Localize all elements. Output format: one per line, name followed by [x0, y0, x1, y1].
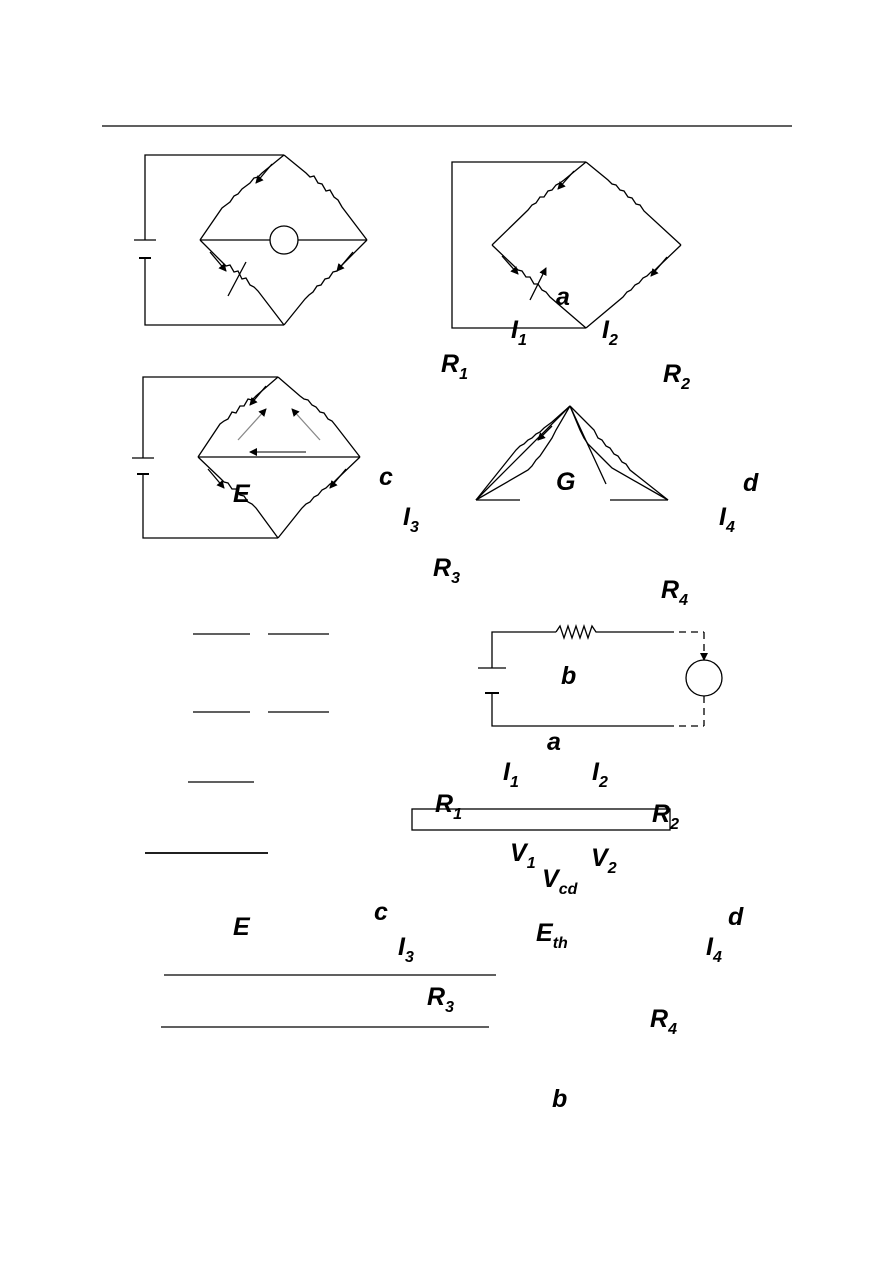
label-G: G — [556, 468, 576, 496]
label-I4-1: I4 — [719, 503, 735, 536]
label-c-2: c — [374, 898, 388, 926]
label-I2-2: I2 — [592, 758, 608, 791]
bridge-diagram-3 — [132, 376, 361, 539]
current-arrow-ur — [291, 408, 321, 441]
label-d-1: d — [743, 469, 759, 497]
bridge-diagram-1 — [134, 154, 368, 326]
label-R3-1: R3 — [433, 554, 460, 587]
label-I2-1: I2 — [602, 316, 618, 349]
label-I3-1: I3 — [403, 503, 419, 536]
galvanometer-symbol — [269, 225, 299, 255]
delta-network — [475, 405, 669, 501]
label-R2-1: R2 — [663, 360, 690, 393]
label-c-1: c — [379, 463, 393, 491]
label-b-2: b — [552, 1085, 568, 1113]
thevenin-circuit — [478, 623, 723, 727]
label-Eth: Eth — [536, 919, 568, 952]
equation-fractions — [145, 633, 496, 1028]
label-R1-2: R1 — [435, 790, 462, 823]
label-R3-2: R3 — [427, 983, 454, 1016]
ammeter-symbol — [685, 659, 723, 697]
current-arrow-ul — [237, 408, 267, 441]
label-a-1: a — [556, 283, 570, 311]
label-b-1: b — [561, 662, 577, 690]
label-E-1: E — [233, 480, 250, 508]
bridge-diagram-2 — [451, 161, 682, 329]
label-E-2: E — [233, 913, 250, 941]
label-I4-2: I4 — [706, 933, 722, 966]
label-R4-1: R4 — [661, 576, 688, 609]
label-R1-1: R1 — [441, 350, 468, 383]
label-a-2: a — [547, 728, 561, 756]
label-I1-1: I1 — [511, 316, 527, 349]
label-Vcd: Vcd — [542, 865, 578, 898]
label-V2: V2 — [591, 844, 617, 877]
answer-box — [411, 808, 671, 831]
label-V1: V1 — [510, 839, 536, 872]
label-I3-2: I3 — [398, 933, 414, 966]
label-I1-2: I1 — [503, 758, 519, 791]
label-R4-2: R4 — [650, 1005, 677, 1038]
label-d-2: d — [728, 903, 744, 931]
label-R2-2: R2 — [652, 800, 679, 833]
